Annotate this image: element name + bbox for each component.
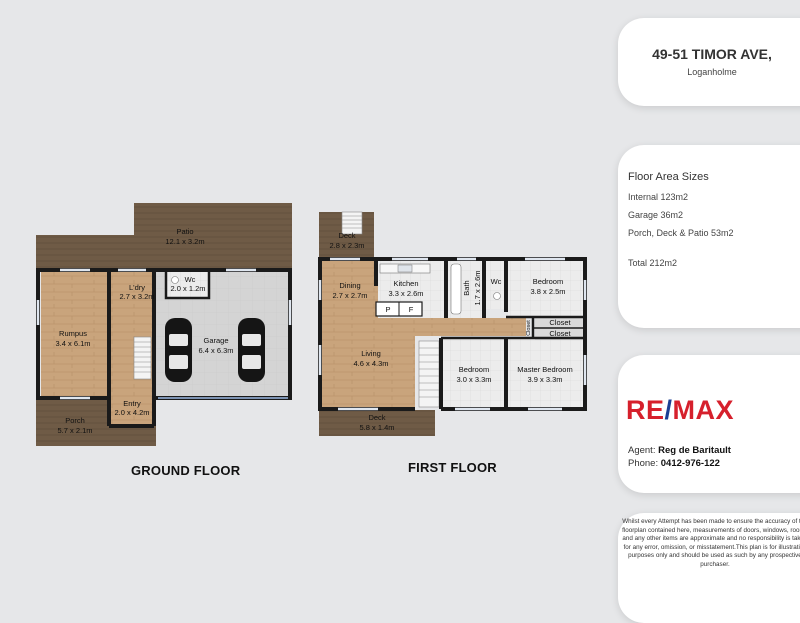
room-name-garage: Garage — [203, 336, 228, 345]
room-dims-bedroom1: 3.8 x 2.5m — [530, 287, 565, 296]
disclaimer-card: Whilst every Attempt has been made to en… — [618, 513, 800, 623]
car-icon — [238, 318, 265, 382]
laundry-floor — [111, 272, 154, 336]
room-name-entry: Entry — [123, 399, 141, 408]
toilet-icon — [171, 276, 179, 284]
room-dims-bath: 1.7 x 2.6m — [473, 270, 482, 305]
room-name-rumpus: Rumpus — [59, 329, 87, 338]
toilet-icon — [493, 292, 501, 300]
agent-phone: 0412-976-122 — [660, 458, 720, 469]
floor-area-heading: Floor Area Sizes — [628, 171, 709, 183]
car-icon — [165, 318, 192, 382]
room-dims-living: 4.6 x 4.3m — [353, 359, 388, 368]
area-porch-deck-patio: Porch, Deck & Patio 53m2 — [628, 228, 734, 238]
room-name-dining: Dining — [339, 281, 360, 290]
bedroom1-floor — [508, 261, 583, 317]
room-dims-kitchen: 3.3 x 2.6m — [388, 289, 423, 298]
floor-area-card: Floor Area Sizes Internal 123m2 Garage 3… — [618, 145, 800, 328]
hall-floor — [415, 318, 526, 336]
rumpus-floor — [41, 272, 109, 396]
room-name-wc-first: Wc — [491, 277, 502, 286]
pantry-label-p: P — [385, 305, 390, 314]
ground-windows — [36, 268, 292, 400]
property-address: 49-51 TIMOR AVE, — [652, 46, 772, 62]
wc-first-floor — [486, 261, 506, 309]
patio-area — [36, 235, 292, 268]
agent-name: Reg de Baritault — [658, 445, 731, 456]
room-name-master: Master Bedroom — [517, 365, 572, 374]
room-name-kitchen: Kitchen — [393, 279, 418, 288]
room-name-bath: Bath — [462, 280, 471, 295]
patio-area-upper — [134, 203, 292, 236]
deck-stairs — [341, 211, 363, 235]
room-name-bedroom2: Bedroom — [459, 365, 489, 374]
area-garage: Garage 36m2 — [628, 210, 684, 220]
room-dims-master: 3.9 x 3.3m — [527, 375, 562, 384]
ground-floor-title: GROUND FLOOR — [131, 463, 241, 478]
kitchen-sink-icon — [397, 264, 413, 273]
room-name-living: Living — [361, 349, 381, 358]
room-name-porch: Porch — [65, 416, 85, 425]
area-internal: Internal 123m2 — [628, 192, 689, 202]
room-name-laundry: L'dry — [129, 283, 145, 292]
first-stairs — [418, 340, 440, 408]
room-dims-deck-bottom: 5.8 x 1.4m — [359, 423, 394, 432]
room-name-wc: Wc — [185, 275, 196, 284]
room-name-deck-top: Deck — [338, 231, 355, 240]
room-name-deck-bottom: Deck — [368, 413, 385, 422]
floorplan-canvas: Patio 12.1 x 3.2m Wc 2.0 x 1.2m L'dry 2.… — [36, 203, 587, 446]
room-dims-wc: 2.0 x 1.2m — [170, 284, 205, 293]
disclaimer-text: Whilst every Attempt has been made to en… — [622, 518, 800, 568]
pantry-label-f: F — [409, 305, 414, 314]
room-name-bedroom1: Bedroom — [533, 277, 563, 286]
area-total: Total 212m2 — [628, 258, 678, 268]
room-dims-laundry: 2.7 x 3.2m — [119, 292, 154, 301]
first-floor-plan: Deck 2.8 x 2.3m Dining 2.7 x 2.7m Kitche… — [318, 211, 587, 436]
room-dims-rumpus: 3.4 x 6.1m — [55, 339, 90, 348]
room-dims-dining: 2.7 x 2.7m — [332, 291, 367, 300]
property-suburb: Loganholme — [687, 67, 737, 77]
room-dims-garage: 6.4 x 6.3m — [198, 346, 233, 355]
phone-line: Phone: 0412-976-122 — [628, 458, 720, 469]
room-dims-deck-top: 2.8 x 2.3m — [329, 241, 364, 250]
agent-line: Agent: Reg de Baritault — [628, 445, 731, 456]
master-floor — [507, 338, 583, 407]
closet-label-3: Closet — [526, 320, 532, 336]
address-card: 49-51 TIMOR AVE, Loganholme — [618, 18, 800, 106]
closet-label-1: Closet — [549, 318, 571, 327]
first-floor-title: FIRST FLOOR — [408, 460, 497, 475]
ground-stairs — [133, 336, 152, 380]
room-name-patio: Patio — [176, 227, 193, 236]
deck-bottom-area — [319, 410, 435, 436]
remax-logo: RE/MAX — [626, 395, 735, 425]
ground-floor-plan: Patio 12.1 x 3.2m Wc 2.0 x 1.2m L'dry 2.… — [36, 203, 292, 446]
bedroom2-floor — [443, 338, 505, 407]
bathtub-icon — [450, 263, 462, 315]
room-dims-entry: 2.0 x 4.2m — [114, 408, 149, 417]
room-dims-bedroom2: 3.0 x 3.3m — [456, 375, 491, 384]
first-windows — [318, 257, 587, 411]
room-dims-patio: 12.1 x 3.2m — [165, 237, 204, 246]
wc-floor — [166, 272, 208, 297]
closet-label-2: Closet — [549, 329, 571, 338]
agent-card: RE/MAX Agent: Reg de Baritault Phone: 04… — [618, 355, 800, 493]
room-dims-porch: 5.7 x 2.1m — [57, 426, 92, 435]
